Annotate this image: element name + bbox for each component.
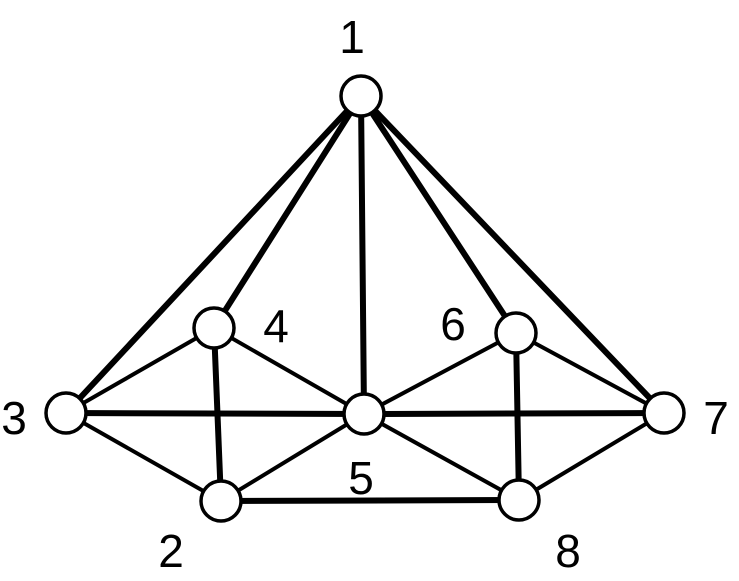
edge-5-6 [362,331,518,416]
edge-3-4 [64,326,216,415]
labels-layer: 1 2 3 4 5 6 7 8 [1,11,729,577]
edge-2-8 [218,497,522,504]
edge-5-7 [361,410,667,417]
node-label-3: 3 [1,392,27,444]
node-1 [339,74,383,118]
node-4 [192,306,236,350]
edge-6-7 [514,331,666,415]
edge-8-7 [517,411,666,502]
node-label-4: 4 [263,300,289,352]
node-label-6: 6 [440,298,466,350]
edge-1-3 [63,93,364,416]
node-label-2: 2 [158,525,184,577]
node-5 [342,392,386,436]
node-label-8: 8 [555,525,581,577]
node-6 [494,311,538,355]
node-2 [199,479,243,523]
edge-1-6 [358,93,519,336]
edge-1-7 [358,93,667,416]
edge-2-5 [219,412,366,503]
node-7 [642,391,686,435]
edge-4-5 [212,326,366,416]
edge-5-8 [362,412,521,502]
edge-1-5 [358,93,367,417]
node-label-5: 5 [348,452,374,504]
node-3 [44,391,88,435]
edge-3-2 [64,411,223,503]
node-label-7: 7 [703,392,729,444]
node-8 [497,478,541,522]
nodes-layer [44,74,686,523]
edge-1-4 [211,93,364,331]
edges-layer [63,93,667,504]
edge-6-8 [513,330,522,503]
edge-4-2 [211,325,224,504]
node-label-1: 1 [339,11,365,63]
